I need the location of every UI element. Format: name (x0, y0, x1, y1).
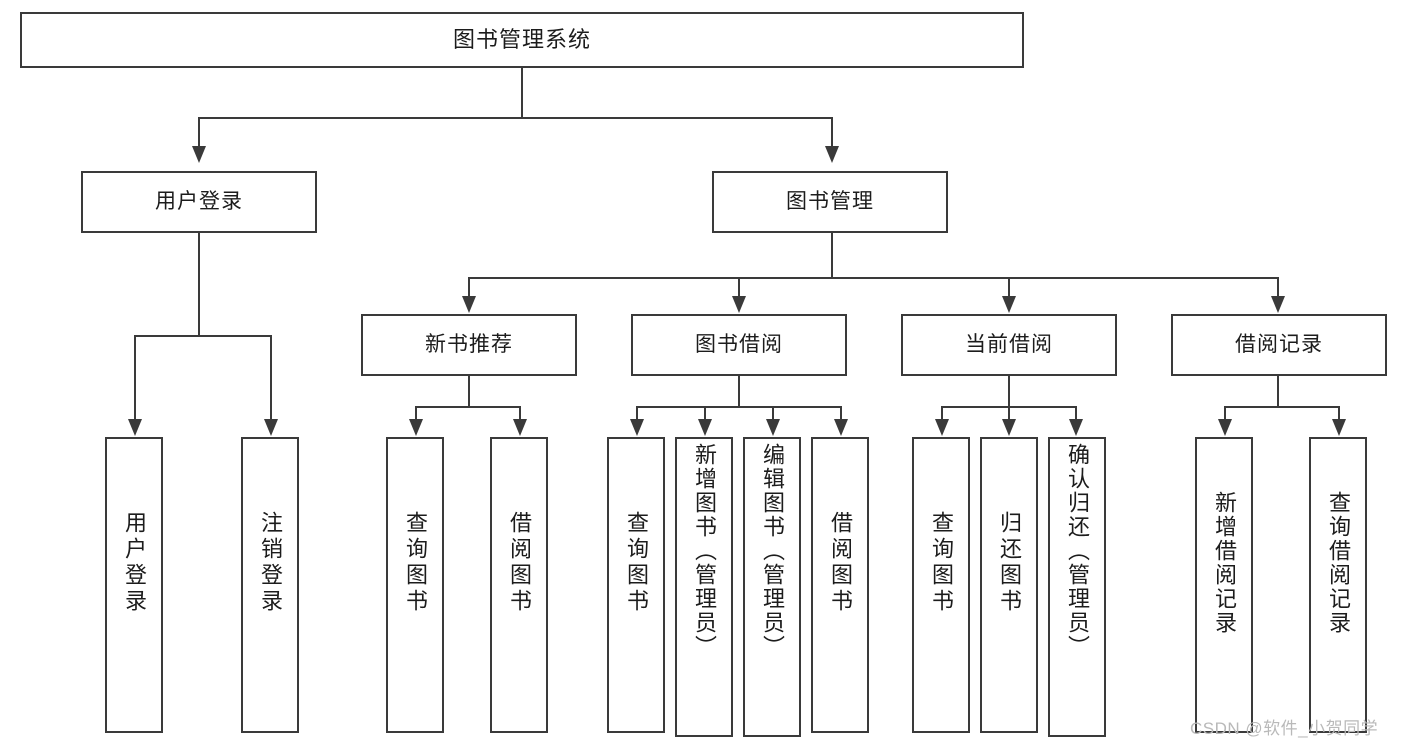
node-current-borrow[interactable]: 当前借阅 (901, 314, 1117, 376)
connector-bm-drop-4 (1277, 277, 1279, 297)
connector-bb-bar (636, 406, 841, 408)
connector-cb-stem (1008, 376, 1010, 407)
node-root-book-management-system[interactable]: 图书管理系统 (20, 12, 1024, 68)
connector-br-drop-1 (1224, 406, 1226, 420)
node-label: 用户登录 (122, 511, 147, 615)
connector-nbr-bar (415, 406, 521, 408)
arrow-to-user-login (192, 146, 206, 163)
connector-root-drop-right (831, 117, 833, 147)
connector-br-drop-2 (1338, 406, 1340, 420)
node-book-management[interactable]: 图书管理 (712, 171, 948, 233)
connector-user-login-drop-1 (134, 335, 136, 420)
connector-book-management-stem (831, 233, 833, 278)
connector-bm-drop-1 (468, 277, 470, 297)
node-leaf-cb-query-book[interactable]: 查询图书 (912, 437, 970, 733)
node-label: 借阅记录 (1235, 332, 1323, 356)
connector-user-login-stem (198, 233, 200, 336)
arrow-to-leaf-br-add-record (1218, 419, 1232, 436)
connector-book-management-bar (468, 277, 1278, 279)
connector-br-stem (1277, 376, 1279, 407)
arrow-to-leaf-nbr-borrow-book (513, 419, 527, 436)
node-leaf-nbr-borrow-book[interactable]: 借阅图书 (490, 437, 548, 733)
connector-nbr-drop-1 (415, 406, 417, 420)
connector-bm-drop-2 (738, 277, 740, 297)
node-leaf-br-query-record[interactable]: 查询借阅记录 (1309, 437, 1367, 733)
arrow-to-book-borrow (732, 296, 746, 313)
connector-bb-drop-1 (636, 406, 638, 420)
arrow-to-book-management (825, 146, 839, 163)
node-new-book-recommend[interactable]: 新书推荐 (361, 314, 577, 376)
arrow-to-leaf-nbr-query-book (409, 419, 423, 436)
connector-cb-drop-1 (941, 406, 943, 420)
node-label: 编辑图书（管理员） (760, 443, 785, 659)
connector-bb-drop-2 (704, 406, 706, 420)
connector-br-bar (1224, 406, 1340, 408)
connector-nbr-stem (468, 376, 470, 407)
node-label: 图书借阅 (695, 332, 783, 356)
node-label: 图书管理 (786, 189, 874, 213)
node-label: 新增图书（管理员） (692, 443, 717, 659)
arrow-to-leaf-bb-query-book (630, 419, 644, 436)
node-leaf-bb-query-book[interactable]: 查询图书 (607, 437, 665, 733)
arrow-to-leaf-cb-confirm-return (1069, 419, 1083, 436)
connector-cb-drop-2 (1008, 406, 1010, 420)
node-label: 新书推荐 (425, 332, 513, 356)
arrow-to-leaf-cb-return-book (1002, 419, 1016, 436)
node-label: 当前借阅 (965, 332, 1053, 356)
arrow-to-leaf-cb-query-book (935, 419, 949, 436)
connector-cb-drop-3 (1075, 406, 1077, 420)
node-leaf-cb-return-book[interactable]: 归还图书 (980, 437, 1038, 733)
node-leaf-cb-confirm-return[interactable]: 确认归还（管理员） (1048, 437, 1106, 737)
connector-bb-drop-3 (772, 406, 774, 420)
connector-bb-drop-4 (840, 406, 842, 420)
connector-bb-stem (738, 376, 740, 407)
node-label: 注销登录 (258, 511, 283, 615)
node-leaf-br-add-record[interactable]: 新增借阅记录 (1195, 437, 1253, 733)
connector-root-drop-left (198, 117, 200, 147)
arrow-to-leaf-bb-edit-book (766, 419, 780, 436)
connector-root-bar (198, 117, 832, 119)
node-label: 归还图书 (997, 511, 1022, 615)
arrow-to-leaf-bb-borrow-book (834, 419, 848, 436)
arrow-to-leaf-logout (264, 419, 278, 436)
csdn-watermark: CSDN @软件_小贺同学 (1190, 719, 1379, 738)
arrow-to-current-borrow (1002, 296, 1016, 313)
node-label: 查询借阅记录 (1326, 491, 1351, 635)
arrow-to-leaf-br-query-record (1332, 419, 1346, 436)
node-user-login[interactable]: 用户登录 (81, 171, 317, 233)
connector-root-stem (521, 68, 523, 118)
connector-user-login-drop-2 (270, 335, 272, 420)
node-label: 新增借阅记录 (1212, 491, 1237, 635)
arrow-to-borrow-record (1271, 296, 1285, 313)
arrow-to-leaf-user-login (128, 419, 142, 436)
node-label: 借阅图书 (507, 511, 532, 615)
node-label: 用户登录 (155, 189, 243, 213)
node-leaf-bb-edit-book[interactable]: 编辑图书（管理员） (743, 437, 801, 737)
node-leaf-nbr-query-book[interactable]: 查询图书 (386, 437, 444, 733)
arrow-to-new-book-recommend (462, 296, 476, 313)
node-leaf-bb-add-book[interactable]: 新增图书（管理员） (675, 437, 733, 737)
arrow-to-leaf-bb-add-book (698, 419, 712, 436)
node-leaf-bb-borrow-book[interactable]: 借阅图书 (811, 437, 869, 733)
node-label: 查询图书 (403, 511, 428, 615)
connector-nbr-drop-2 (519, 406, 521, 420)
node-label: 借阅图书 (828, 511, 853, 615)
node-borrow-record[interactable]: 借阅记录 (1171, 314, 1387, 376)
node-book-borrow[interactable]: 图书借阅 (631, 314, 847, 376)
node-label: 确认归还（管理员） (1065, 443, 1090, 659)
node-leaf-user-login[interactable]: 用户登录 (105, 437, 163, 733)
node-label: 查询图书 (624, 511, 649, 615)
node-label: 图书管理系统 (452, 27, 591, 53)
node-label: 查询图书 (929, 511, 954, 615)
connector-bm-drop-3 (1008, 277, 1010, 297)
connector-user-login-bar (134, 335, 272, 337)
node-leaf-logout[interactable]: 注销登录 (241, 437, 299, 733)
